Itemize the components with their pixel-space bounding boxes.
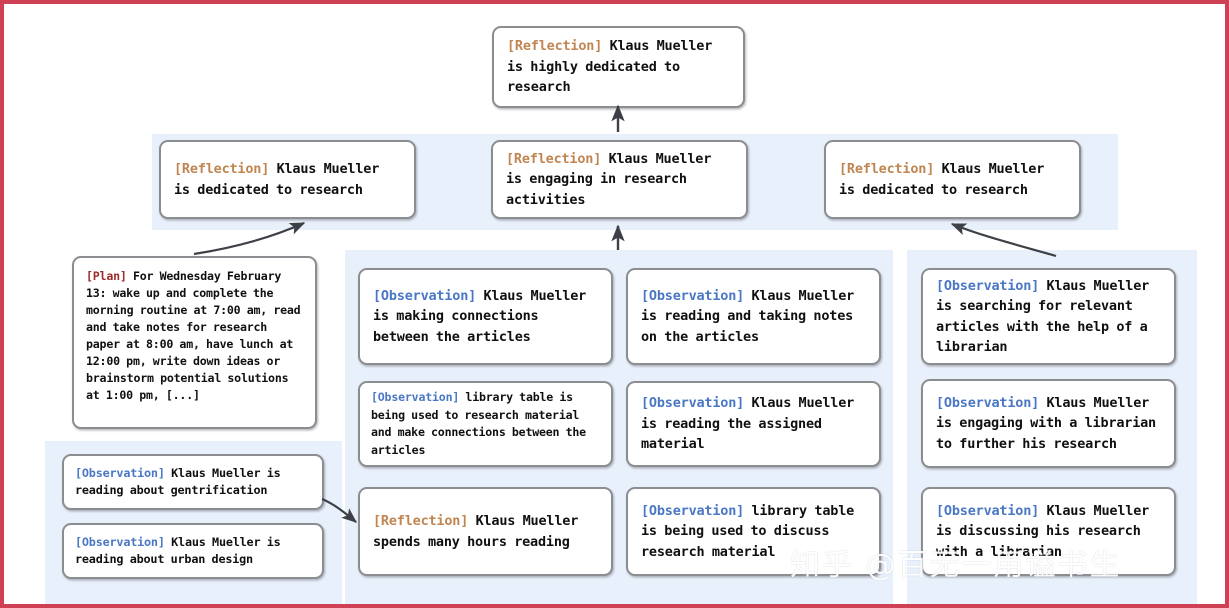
tag-observation: [Observation] <box>75 534 165 549</box>
node-column-a-2[interactable]: [Observation] library table is being use… <box>358 381 613 467</box>
tag-observation: [Observation] <box>371 390 460 404</box>
tag-reflection: [Reflection] <box>507 38 603 55</box>
node-reflection-1[interactable]: [Reflection] Klaus Mueller is dedicated … <box>159 140 416 219</box>
node-column-c-2[interactable]: [Observation] Klaus Mueller is engaging … <box>921 379 1176 468</box>
node-body: Klaus Mueller is reading the assigned ma… <box>641 395 862 453</box>
node-text: [Observation] Klaus Mueller is reading a… <box>628 286 879 348</box>
node-column-a-3[interactable]: [Reflection] Klaus Mueller spends many h… <box>358 487 613 576</box>
tag-observation: [Observation] <box>641 395 745 412</box>
node-reflection-2[interactable]: [Reflection] Klaus Mueller is engaging i… <box>491 140 748 219</box>
node-body: Klaus Mueller is highly dedicated to res… <box>507 38 720 96</box>
node-body: Klaus Mueller is dedicated to research <box>839 161 1052 198</box>
node-text: [Reflection] Klaus Mueller is engaging i… <box>493 149 746 211</box>
node-text: [Observation] Klaus Mueller is reading a… <box>64 465 322 500</box>
tag-observation: [Observation] <box>641 502 745 519</box>
node-body: Klaus Mueller is engaging with a librari… <box>936 394 1164 452</box>
node-text: [Reflection] Klaus Mueller spends many h… <box>360 511 611 552</box>
node-body: Klaus Mueller is making connections betw… <box>373 287 594 345</box>
node-text: [Observation] library table is being use… <box>628 501 879 563</box>
tag-observation: [Observation] <box>75 465 165 480</box>
node-text: [Observation] Klaus Mueller is making co… <box>360 286 611 348</box>
node-column-c-3[interactable]: [Observation] Klaus Mueller is discussin… <box>921 487 1176 576</box>
node-text: [Observation] Klaus Mueller is reading a… <box>64 534 322 569</box>
node-column-b-1[interactable]: [Observation] Klaus Mueller is reading a… <box>626 268 881 365</box>
node-body: Klaus Mueller is searching for relevant … <box>936 277 1157 356</box>
node-body: Klaus Mueller is reading about gentrific… <box>75 465 287 498</box>
node-column-c-1[interactable]: [Observation] Klaus Mueller is searching… <box>921 268 1176 365</box>
tag-plan: [Plan] <box>86 269 127 283</box>
node-column-b-3[interactable]: [Observation] library table is being use… <box>626 487 881 576</box>
node-text: [Observation] library table is being use… <box>360 389 611 459</box>
tag-reflection: [Reflection] <box>506 150 602 167</box>
node-root-reflection[interactable]: [Reflection] Klaus Mueller is highly ded… <box>492 26 745 108</box>
node-text: [Plan] For Wednesday February 13: wake u… <box>74 258 315 404</box>
node-body: library table is being used to discuss r… <box>641 502 862 560</box>
node-body: Klaus Mueller spends many hours reading <box>373 513 586 550</box>
node-body: Klaus Mueller is engaging in research ac… <box>506 150 719 208</box>
tag-reflection: [Reflection] <box>839 161 935 177</box>
tag-observation: [Observation] <box>936 394 1040 411</box>
node-column-b-2[interactable]: [Observation] Klaus Mueller is reading t… <box>626 381 881 467</box>
node-text: [Observation] Klaus Mueller is reading t… <box>628 393 879 455</box>
node-text: [Reflection] Klaus Mueller is highly ded… <box>494 36 743 98</box>
node-reflection-3[interactable]: [Reflection] Klaus Mueller is dedicated … <box>824 140 1081 219</box>
tag-observation: [Observation] <box>936 502 1040 519</box>
node-body: Klaus Mueller is reading about urban des… <box>75 534 287 567</box>
node-plan[interactable]: [Plan] For Wednesday February 13: wake u… <box>72 256 317 429</box>
node-body: Klaus Mueller is reading and taking note… <box>641 287 862 345</box>
node-body: For Wednesday February 13: wake up and c… <box>86 269 307 402</box>
diagram-canvas: [Reflection] Klaus Mueller is highly ded… <box>4 4 1225 604</box>
node-text: [Reflection] Klaus Mueller is dedicated … <box>161 159 414 200</box>
tag-reflection: [Reflection] <box>174 161 270 177</box>
node-text: [Observation] Klaus Mueller is engaging … <box>923 393 1174 455</box>
node-body: library table is being used to research … <box>371 390 593 457</box>
tag-reflection: [Reflection] <box>373 513 469 529</box>
node-text: [Observation] Klaus Mueller is searching… <box>923 276 1174 358</box>
node-text: [Observation] Klaus Mueller is discussin… <box>923 501 1174 563</box>
node-left-observation-1[interactable]: [Observation] Klaus Mueller is reading a… <box>62 454 324 510</box>
node-text: [Reflection] Klaus Mueller is dedicated … <box>826 159 1079 200</box>
tag-observation: [Observation] <box>936 277 1040 294</box>
node-column-a-1[interactable]: [Observation] Klaus Mueller is making co… <box>358 268 613 365</box>
node-body: Klaus Mueller is dedicated to research <box>174 161 387 198</box>
node-left-observation-2[interactable]: [Observation] Klaus Mueller is reading a… <box>62 523 324 579</box>
tag-observation: [Observation] <box>373 287 477 304</box>
node-body: Klaus Mueller is discussing his research… <box>936 502 1157 560</box>
tag-observation: [Observation] <box>641 287 745 304</box>
